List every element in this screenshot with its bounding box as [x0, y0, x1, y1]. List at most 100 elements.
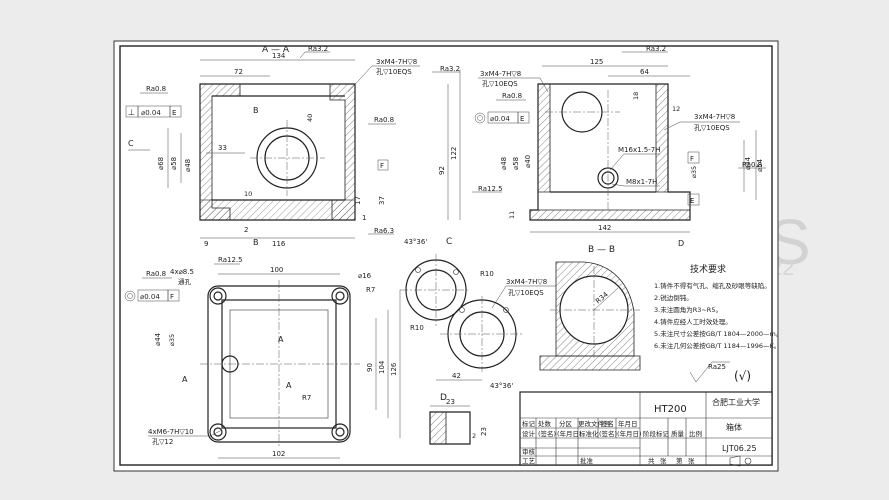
view-d: D 23 2 23: [429, 393, 488, 445]
svg-text:⌀0.04: ⌀0.04: [140, 293, 160, 301]
dim-125: 125: [590, 58, 603, 66]
svg-text:标准化: 标准化: [579, 429, 599, 438]
school-name: 合肥工业大学: [712, 397, 760, 407]
note-1: 1.铸件不得有气孔、缩孔及砂眼等缺陷。: [654, 281, 771, 290]
cut-a-top: A: [278, 335, 284, 344]
dim-42: 42: [452, 372, 461, 380]
svg-text:质量: 质量: [671, 429, 685, 438]
top-thread-callout-2: 孔▽12: [152, 438, 173, 446]
cut-d: D: [678, 239, 684, 248]
dim-116: 116: [272, 240, 286, 248]
projection-symbol-icon: [729, 455, 752, 467]
view-d-label: D: [440, 393, 447, 403]
dim-1: 1: [362, 214, 366, 222]
svg-text:F: F: [380, 162, 384, 170]
top-view: 100 ⌀16 R7 4x⌀8.5 通孔 ⌀44 ⌀35 90 104 126 …: [124, 256, 401, 459]
side-thread-callout-2: 孔▽10EQS: [694, 124, 730, 132]
svg-text:(签名): (签名): [599, 429, 617, 438]
note-6: 6.未注几何公差按GB/T 1184—1996—K。: [654, 341, 780, 350]
svg-text:E: E: [172, 109, 176, 117]
dim-10: 10: [244, 190, 252, 198]
dim-dia68: ⌀68: [157, 157, 165, 170]
ra-top-view: Ra12.5: [218, 256, 243, 264]
ra-side-top: Ra3.2: [646, 45, 666, 53]
dim-17: 17: [354, 196, 362, 205]
dim-r7-bottom: R7: [302, 394, 311, 402]
dim-92: 92: [438, 166, 446, 175]
note-3: 3.未注圆角为R3~R5。: [654, 305, 722, 314]
dim-90: 90: [366, 363, 374, 372]
cut-a-left: A: [182, 375, 188, 384]
dim-d-2: 2: [472, 432, 476, 440]
svg-text:更改文件号: 更改文件号: [578, 419, 611, 428]
top-thread-callout: 4xM6-7H▽10: [148, 428, 194, 436]
section-bb-label: B — B: [588, 245, 615, 255]
aa-thread-callout-2: 孔▽10EQS: [376, 68, 412, 76]
svg-text:标记: 标记: [522, 419, 536, 428]
dim-64: 64: [640, 68, 649, 76]
thread-m16: M16x1.5-7H: [618, 146, 660, 154]
c-thread-callout: 3xM4-7H▽8: [506, 278, 547, 286]
note-4: 4.铸件应经人工时效处理。: [654, 317, 732, 326]
technical-requirements: 技术要求 1.铸件不得有气孔、缩孔及砂眼等缺陷。 2.锐边倒钝。 3.未注圆角为…: [654, 263, 782, 383]
svg-text:⌀0.04: ⌀0.04: [141, 109, 161, 117]
dim-122: 122: [450, 147, 458, 160]
dim-142: 142: [598, 224, 611, 232]
svg-text:年月日: 年月日: [618, 419, 638, 428]
dim-side-dia35: ⌀35: [690, 166, 698, 178]
svg-text:签名: 签名: [601, 419, 614, 428]
svg-text:比例: 比例: [689, 429, 702, 438]
dim-d-23-side: 23: [480, 427, 488, 436]
ra-aa-mid: Ra0.8: [374, 116, 394, 124]
section-bb-view: B — B R34: [539, 245, 641, 371]
dim-r7-top: R7: [366, 286, 375, 294]
dim-side-dia44: ⌀44: [744, 156, 752, 170]
svg-text:阶段标记: 阶段标记: [643, 429, 670, 438]
dim-37: 37: [378, 196, 386, 205]
dim-100: 100: [270, 266, 283, 274]
dim-through-hole: 通孔: [178, 277, 192, 286]
ra-top-view-left: Ra0.8: [146, 270, 166, 278]
dim-side-dia48: ⌀48: [500, 157, 508, 170]
dim-104: 104: [378, 360, 386, 374]
svg-text:分区: 分区: [559, 419, 573, 428]
dim-top-dia35: ⌀35: [168, 334, 176, 346]
title-block: HT200 合肥工业大学 箱体 LJT06.25 标记 处数 分区 更改文件号 …: [519, 391, 773, 467]
ra-aa-far: Ra12.5: [478, 185, 503, 193]
dim-side-dia40: ⌀40: [524, 155, 532, 168]
aa-thread-callout: 3xM4-7H▽8: [376, 58, 417, 66]
svg-text:⊥: ⊥: [128, 108, 135, 117]
ra-check-symbol: (√): [734, 369, 751, 383]
svg-text:共: 共: [648, 456, 655, 465]
svg-text:设计: 设计: [522, 429, 536, 438]
view-arrow-c: C: [128, 139, 134, 148]
svg-text:(年月日): (年月日): [557, 429, 582, 438]
ra-general: Ra25: [708, 363, 726, 371]
dim-134: 134: [272, 52, 286, 60]
cut-a-bottom: A: [286, 381, 292, 390]
dim-102: 102: [272, 450, 285, 458]
svg-text:(年月日): (年月日): [617, 429, 642, 438]
section-aa-label: A — A: [262, 45, 290, 55]
dim-33: 33: [218, 144, 227, 152]
dim-top-dia44: ⌀44: [154, 332, 162, 346]
dim-18: 18: [632, 92, 640, 100]
left-tolerance-group: Ra0.8 ⊥ ⌀0.04 E C: [125, 85, 182, 151]
dim-9: 9: [204, 240, 208, 248]
svg-text:E: E: [690, 197, 694, 205]
note-2: 2.锐边倒钝。: [654, 293, 693, 302]
side-thread-callout-left: 3xM4-7H▽8: [480, 70, 521, 78]
dim-12: 12: [672, 105, 680, 113]
dim-r10-a: R10: [480, 270, 494, 278]
svg-text:⌀0.04: ⌀0.04: [490, 115, 510, 123]
side-view: 125 64 142 18 12 11 ⌀48 ⌀58 ⌀40 ⌀44 ⌀54 …: [474, 45, 766, 248]
dim-2: 2: [244, 226, 248, 234]
side-thread-callout: 3xM4-7H▽8: [694, 113, 735, 121]
svg-text:F: F: [690, 155, 694, 163]
cut-b-bottom: B: [253, 238, 259, 247]
svg-text:批准: 批准: [580, 456, 594, 465]
drawing-frame: [119, 45, 773, 466]
drawing-number: LJT06.25: [722, 444, 757, 453]
dim-dia58: ⌀58: [170, 157, 178, 170]
